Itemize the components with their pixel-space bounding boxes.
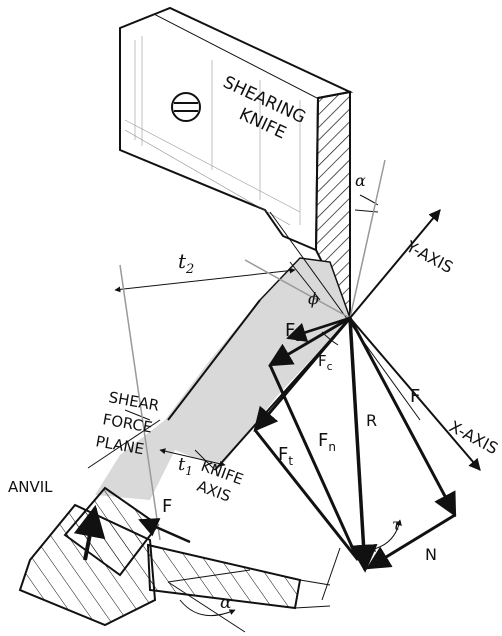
fs-arrow xyxy=(286,316,351,342)
alpha-top: α xyxy=(355,171,366,190)
ft-label: Ft xyxy=(278,444,293,468)
label-anvil: ANVIL xyxy=(8,478,53,496)
chip-region xyxy=(95,258,350,500)
r-label: R xyxy=(366,411,377,430)
label-plane: PLANE xyxy=(94,432,145,458)
n-label: N xyxy=(425,545,437,564)
t2-dim-line xyxy=(114,267,296,293)
tau-symbol: τ xyxy=(392,515,402,534)
fn-label: Fn xyxy=(318,430,336,454)
anvil-f-arrow xyxy=(138,518,191,544)
label-x-axis: X-AXIS xyxy=(446,417,501,458)
r-arrow xyxy=(348,317,378,573)
y-axis-arrow xyxy=(349,209,441,319)
fc-arrow xyxy=(267,316,351,367)
anvil-force-arrow xyxy=(73,504,106,561)
n-arrow xyxy=(365,513,456,570)
f-arrow xyxy=(348,317,457,518)
label-shear: SHEAR xyxy=(107,388,160,415)
anvil xyxy=(18,486,331,627)
fc-to-resultant xyxy=(268,364,360,561)
ft-arrow xyxy=(253,317,352,432)
fs-label: Fs xyxy=(285,320,302,344)
label-y-axis: Y-AXIS xyxy=(402,236,456,277)
t1-label: t1 xyxy=(178,454,193,478)
label-force: FORCE xyxy=(101,410,153,436)
screw-icon xyxy=(171,92,201,122)
phi-symbol: ϕ xyxy=(308,289,319,308)
t2-label: t2 xyxy=(178,249,194,277)
anvil-f-label: F xyxy=(162,496,172,517)
alpha-bottom: α xyxy=(220,593,232,613)
x-axis-arrow xyxy=(349,317,481,471)
fc-label: Fc xyxy=(318,352,333,373)
knife-front-face xyxy=(119,12,320,252)
f-label: F xyxy=(410,386,420,407)
t1-dim-line xyxy=(159,448,226,467)
ft-to-resultant xyxy=(253,429,360,561)
